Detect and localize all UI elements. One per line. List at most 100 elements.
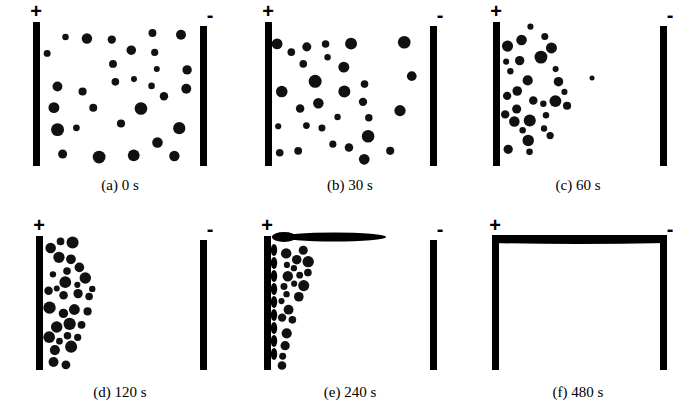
particle — [48, 102, 59, 113]
particle — [501, 110, 509, 118]
particle — [173, 122, 185, 134]
particle — [82, 33, 92, 43]
particle — [345, 143, 354, 152]
particle — [59, 291, 68, 300]
particle — [176, 30, 186, 40]
particle — [74, 282, 80, 288]
particle — [280, 341, 289, 350]
panel-caption: (f) 480 s — [553, 383, 604, 401]
particle — [345, 38, 357, 50]
deposited-particle — [271, 322, 277, 334]
cathode-sign: - — [667, 5, 674, 25]
particle — [135, 102, 148, 115]
particle — [296, 104, 305, 113]
particle — [117, 119, 125, 127]
particle — [299, 246, 308, 255]
particle — [278, 313, 286, 321]
anode-sign: + — [490, 1, 502, 21]
particle — [407, 71, 417, 81]
particle — [63, 267, 71, 275]
particle — [541, 33, 548, 40]
particle — [54, 285, 60, 291]
particle — [294, 147, 302, 155]
particle — [64, 332, 72, 340]
particle — [160, 92, 168, 100]
particle — [515, 56, 524, 65]
anode-plate — [36, 236, 43, 370]
anode-sign: + — [261, 215, 273, 235]
panel-caption: (e) 240 s — [324, 383, 377, 401]
particle — [292, 255, 301, 264]
particle — [93, 151, 106, 164]
particle — [334, 114, 340, 120]
particle — [322, 40, 329, 47]
panel-caption: (c) 60 s — [556, 176, 601, 194]
particle — [53, 252, 64, 263]
particle — [516, 35, 527, 46]
particle — [276, 149, 284, 157]
particle — [67, 237, 79, 249]
particle — [540, 101, 546, 107]
particle — [66, 254, 76, 264]
particle — [398, 36, 411, 49]
particle — [169, 151, 179, 161]
particle — [44, 50, 51, 57]
particle — [84, 307, 92, 315]
particle — [127, 45, 137, 55]
particle — [289, 316, 297, 324]
particle — [543, 112, 549, 118]
particle — [276, 86, 288, 98]
cathode-plate — [200, 240, 207, 370]
particle-chain — [272, 232, 296, 242]
anode-sign: + — [33, 215, 45, 235]
particle — [272, 38, 283, 49]
particle — [182, 65, 191, 74]
cathode-plate — [430, 26, 437, 166]
particle — [43, 301, 55, 313]
cathode-plate — [200, 26, 207, 166]
particle — [152, 137, 163, 148]
particle — [109, 60, 117, 68]
particle — [181, 84, 191, 94]
particle-chain — [282, 233, 386, 242]
particle — [85, 293, 93, 301]
particle — [44, 286, 52, 294]
particle — [294, 292, 304, 302]
particle — [283, 271, 293, 281]
particle — [59, 309, 68, 318]
particle — [526, 149, 533, 156]
cathode-plate — [660, 240, 667, 370]
particle — [51, 123, 64, 136]
particle — [43, 331, 55, 343]
deposited-particle — [271, 257, 277, 269]
particle — [291, 281, 297, 287]
particle — [529, 96, 537, 104]
particle — [527, 24, 533, 30]
particle — [154, 66, 160, 72]
particle — [304, 269, 312, 277]
particle-bridge — [492, 235, 667, 244]
particle — [318, 124, 325, 131]
deposited-particle — [271, 309, 277, 321]
particle — [522, 135, 533, 146]
particle — [504, 145, 513, 154]
particle — [291, 265, 297, 271]
anode-sign: + — [30, 1, 42, 21]
particle — [302, 42, 311, 51]
particle — [69, 304, 80, 315]
particle — [563, 102, 571, 110]
particle — [365, 114, 372, 121]
particle — [50, 345, 60, 355]
particle — [546, 42, 557, 53]
particle — [65, 341, 77, 353]
panel-caption: (a) 0 s — [101, 176, 139, 194]
particle — [284, 262, 290, 268]
particle — [298, 280, 309, 291]
cathode-sign: - — [207, 5, 214, 25]
particle — [549, 95, 561, 107]
particle — [287, 48, 295, 56]
particle — [112, 78, 120, 86]
particle — [89, 104, 97, 112]
particle — [62, 34, 69, 41]
particle — [561, 89, 567, 95]
